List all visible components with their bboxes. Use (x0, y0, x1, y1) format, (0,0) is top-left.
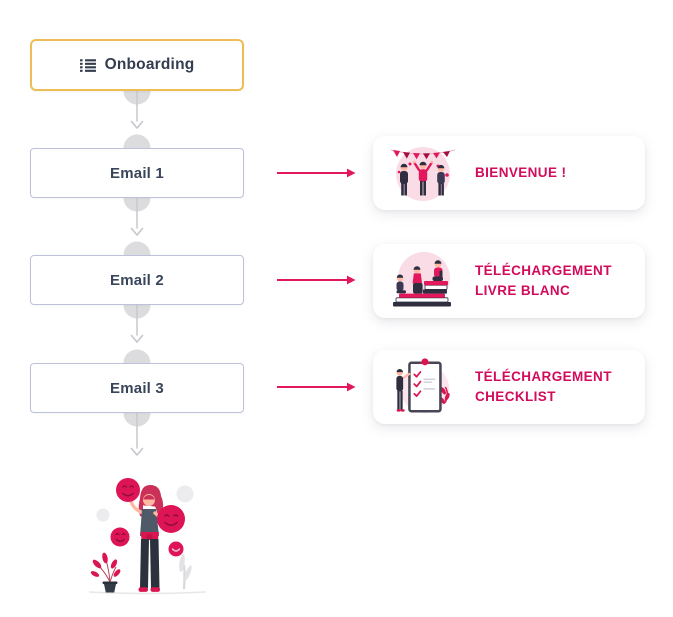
gray-circle (176, 485, 194, 503)
checkmarks (413, 371, 422, 397)
woman-juggling-smileys-illustration (85, 476, 210, 598)
checklist-illustration (383, 356, 463, 418)
card-title-line1: TÉLÉCHARGEMENT (475, 262, 612, 278)
text-lines (423, 378, 436, 390)
card-bienvenue: BIENVENUE ! (373, 136, 645, 210)
reader-left (396, 274, 406, 294)
card-bienvenue-title: BIENVENUE ! (475, 163, 566, 183)
man-right-on-stack (432, 260, 443, 281)
ground-line (88, 591, 207, 595)
clipboard (408, 358, 442, 413)
woman (129, 485, 165, 592)
email-3-node[interactable]: Email 3 (30, 363, 244, 413)
email-3-label: Email 3 (110, 379, 164, 397)
person-left (396, 368, 411, 412)
gray-circle (96, 508, 110, 522)
card-title-line1: TÉLÉCHARGEMENT (475, 368, 612, 384)
welcome-party-illustration (383, 142, 463, 204)
woman-middle (412, 266, 423, 294)
bunting-flags (393, 150, 450, 160)
onboarding-trigger-node[interactable]: Onboarding (30, 39, 244, 91)
whitepaper-books-illustration (383, 250, 463, 312)
person-right (437, 164, 445, 196)
right-arrows (277, 168, 356, 392)
email-2-node[interactable]: Email 2 (30, 255, 244, 305)
trigger-label: Onboarding (104, 56, 195, 73)
person-middle-cheering (412, 160, 434, 196)
pink-plant-in-pot (90, 552, 121, 593)
card-title-line2: CHECKLIST (475, 389, 556, 404)
email-1-node[interactable]: Email 1 (30, 148, 244, 198)
email-2-label: Email 2 (110, 271, 164, 289)
card-livre-blanc-title: TÉLÉCHARGEMENT LIVRE BLANC (475, 261, 612, 302)
book-stack (393, 281, 451, 307)
card-checklist-title: TÉLÉCHARGEMENT CHECKLIST (475, 367, 612, 408)
card-checklist: TÉLÉCHARGEMENT CHECKLIST (373, 350, 645, 424)
card-title-line2: LIVRE BLANC (475, 283, 571, 298)
card-livre-blanc: TÉLÉCHARGEMENT LIVRE BLANC (373, 244, 645, 318)
person-left (400, 163, 408, 196)
card-title-line1: BIENVENUE ! (475, 164, 567, 180)
smiley-balls (110, 478, 185, 557)
list-icon (79, 58, 96, 72)
gray-plant (179, 554, 192, 590)
email-1-label: Email 1 (110, 164, 164, 182)
